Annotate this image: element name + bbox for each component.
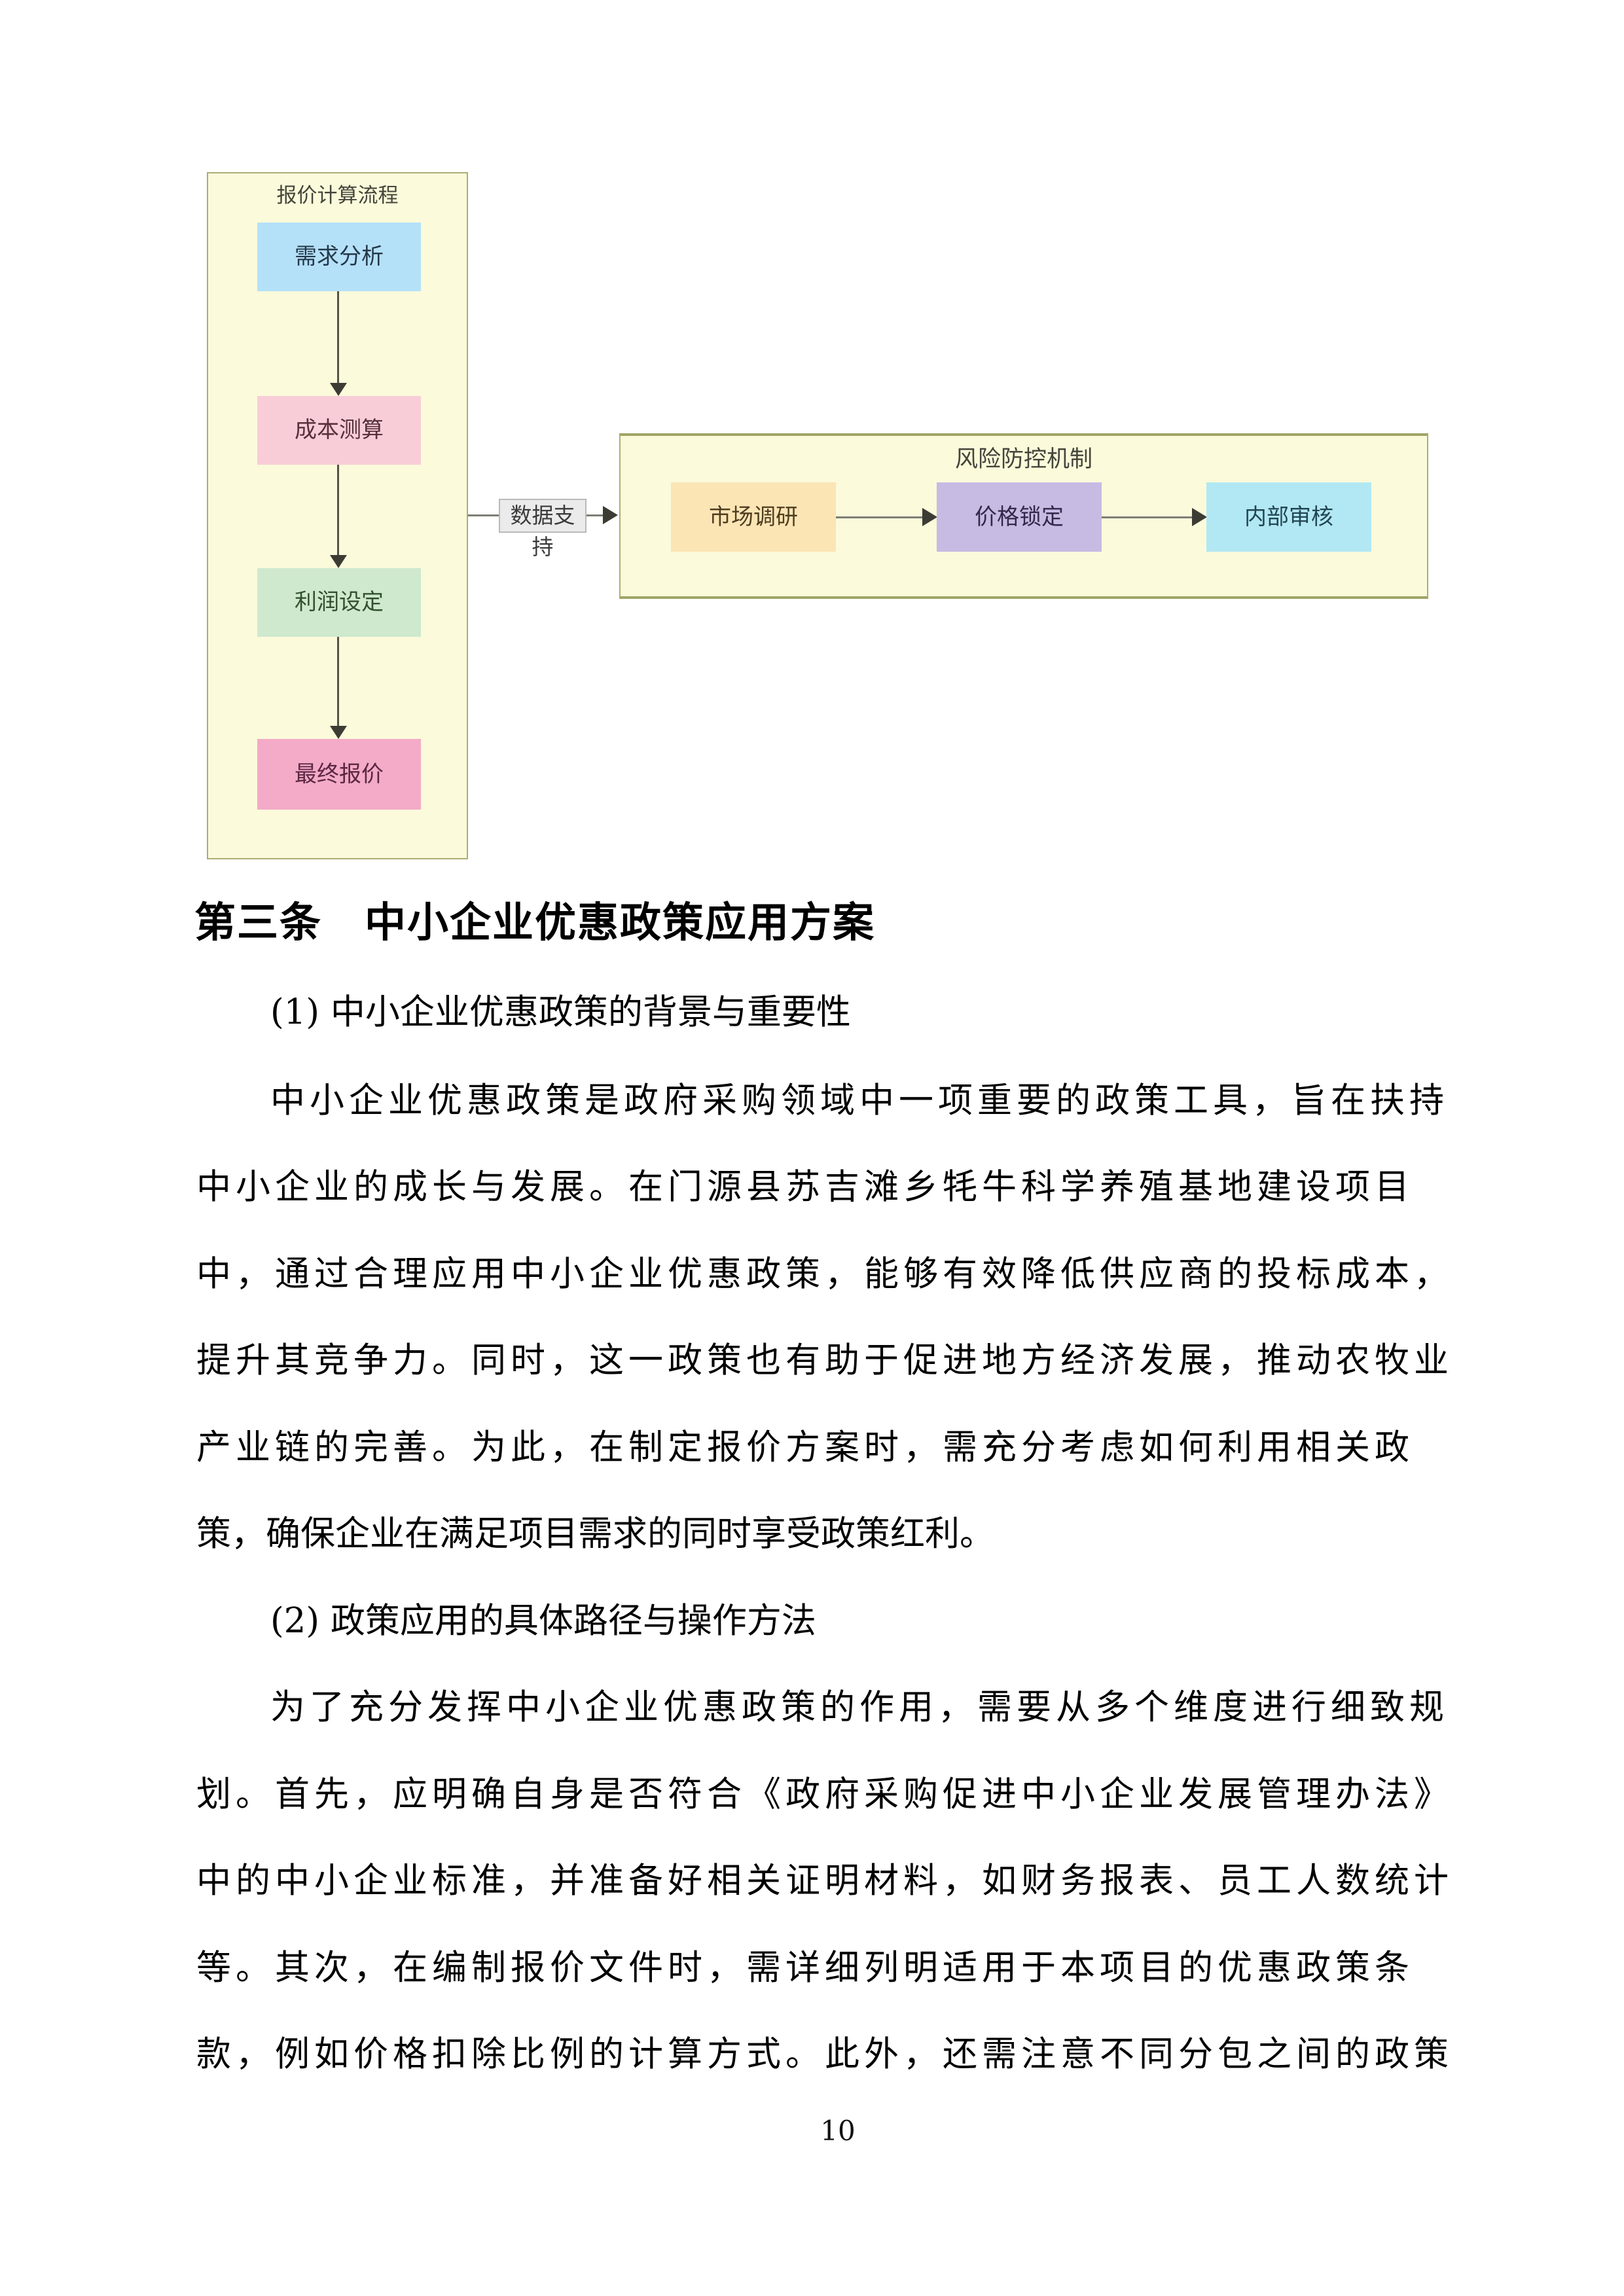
flowchart-quote-process: 报价计算流程 需求分析 成本测算 利润设定 最终报价 [207,172,468,859]
body-line: 提升其竞争力。同时，这一政策也有助于促进地方经济发展，推动农牧业 [196,1340,1453,1380]
arrow-down-line [337,465,339,556]
body-line: 款，例如价格扣除比例的计算方式。此外，还需注意不同分包之间的政策 [196,2034,1453,2074]
arrow-down-icon [330,726,347,739]
body-line: 中小企业的成长与发展。在门源县苏吉滩乡牦牛科学养殖基地建设项目 [196,1167,1414,1207]
arrow-right-line [836,516,922,518]
body-line: 为了充分发挥中小企业优惠政策的作用，需要从多个维度进行细致规 [270,1687,1449,1727]
flow-step-cost-estimation: 成本测算 [257,396,421,465]
flow-step-internal-review: 内部审核 [1206,482,1371,552]
flowchart-quote-process-title: 报价计算流程 [276,184,399,207]
arrow-right-line [1102,516,1192,518]
arrow-down-line [337,291,339,384]
body-line: 产业链的完善。为此，在制定报价方案时，需充分考虑如何利用相关政 [196,1427,1414,1467]
flow-step-profit-setting: 利润设定 [257,568,421,637]
page-number: 10 [820,2115,856,2147]
body-line: 策，确保企业在满足项目需求的同时享受政策红利。 [196,1514,994,1554]
section-heading: 第三条 中小企业优惠政策应用方案 [194,898,875,946]
flow-step-final-quote: 最终报价 [257,739,421,810]
flowchart-risk-control-title: 风险防控机制 [954,446,1092,473]
body-line: (1) 中小企业优惠政策的背景与重要性 [270,992,851,1032]
arrow-right-icon [922,508,937,526]
arrow-right-icon [1192,508,1207,526]
arrow-right-icon [603,506,618,524]
flowchart-risk-control: 风险防控机制 市场调研 价格锁定 内部审核 [619,433,1428,599]
arrow-down-line [337,637,339,727]
body-line: 划。首先，应明确自身是否符合《政府采购促进中小企业发展管理办法》 [196,1774,1453,1814]
body-line: 等。其次，在编制报价文件时，需详细列明适用于本项目的优惠政策条 [196,1948,1414,1988]
body-line: (2) 政策应用的具体路径与操作方法 [270,1601,816,1641]
arrow-down-icon [330,555,347,568]
body-line: 中小企业优惠政策是政府采购领域中一项重要的政策工具，旨在扶持 [270,1081,1449,1121]
flow-step-demand-analysis: 需求分析 [257,223,421,291]
arrow-down-icon [330,383,347,396]
body-line: 中，通过合理应用中小企业优惠政策，能够有效降低供应商的投标成本， [196,1254,1453,1294]
connector-label-data-support: 数据支持 [499,499,586,560]
flow-step-market-research: 市场调研 [671,482,836,552]
body-line: 中的中小企业标准，并准备好相关证明材料，如财务报表、员工人数统计 [196,1861,1453,1901]
flow-step-price-lock: 价格锁定 [937,482,1102,552]
